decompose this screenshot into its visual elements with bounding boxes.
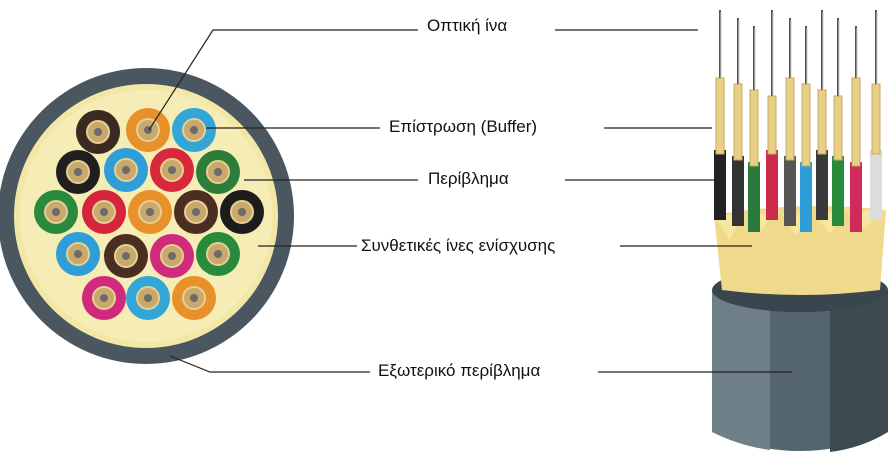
buffer-unit-orange — [172, 276, 216, 320]
fiber-core — [168, 252, 176, 260]
side-fiber-buffer — [785, 77, 795, 161]
label-outer-jacket: Εξωτερικό περίβλημα — [378, 361, 541, 380]
side-fiber-buffer — [715, 77, 725, 155]
fiber-core — [192, 208, 200, 216]
buffer-unit-black — [56, 150, 100, 194]
side-fiber-buffer — [801, 83, 811, 167]
side-fiber-buffer — [767, 95, 777, 155]
side-fiber-jacket — [748, 162, 760, 232]
buffer-unit-blue — [172, 108, 216, 152]
side-fiber-jacket — [714, 150, 726, 220]
buffer-unit-orange — [128, 190, 172, 234]
cable-cross-section — [0, 68, 294, 364]
buffer-unit-red — [82, 190, 126, 234]
side-fiber — [766, 10, 778, 220]
fiber-core — [122, 252, 130, 260]
side-fiber — [816, 10, 828, 220]
fiber-core — [52, 208, 60, 216]
buffer-unit-black — [220, 190, 264, 234]
fiber-core — [94, 128, 102, 136]
side-fiber-buffer — [749, 89, 759, 167]
buffer-unit-black-brown — [76, 110, 120, 154]
buffer-unit-red — [150, 148, 194, 192]
fiber-core — [190, 126, 198, 134]
fiber-core — [168, 166, 176, 174]
fiber-core — [74, 168, 82, 176]
side-fiber-jacket — [816, 150, 828, 220]
buffer-unit-green — [196, 232, 240, 276]
side-fiber — [870, 10, 882, 220]
side-fiber — [832, 18, 844, 226]
cable-side-view — [712, 10, 888, 452]
side-fiber-buffer — [871, 83, 881, 155]
side-fiber-jacket — [870, 150, 882, 220]
label-optical-fiber: Οπτική ίνα — [427, 16, 508, 35]
buffer-unit-green — [196, 150, 240, 194]
fiber-core — [214, 168, 222, 176]
buffer-unit-blue — [56, 232, 100, 276]
side-outer-jacket-shadow — [830, 290, 888, 452]
side-fiber — [800, 26, 812, 232]
buffer-unit-blue — [126, 276, 170, 320]
side-fiber-jacket — [766, 150, 778, 220]
buffer-units — [34, 108, 264, 320]
side-fiber-jacket — [784, 156, 796, 226]
buffer-unit-brown — [104, 234, 148, 278]
side-fiber-jacket — [800, 162, 812, 232]
label-buffer: Επίστρωση (Buffer) — [389, 117, 538, 136]
buffer-unit-green — [34, 190, 78, 234]
leader-lines — [148, 29, 792, 373]
side-fibers — [714, 10, 882, 232]
buffer-unit-brown — [174, 190, 218, 234]
side-fiber-jacket — [732, 156, 744, 226]
side-fiber-buffer — [833, 95, 843, 161]
side-fiber — [714, 10, 726, 220]
buffer-unit-magenta — [82, 276, 126, 320]
buffer-unit-magenta — [150, 234, 194, 278]
label-jacket: Περίβλημα — [428, 169, 509, 188]
fiber-core — [214, 250, 222, 258]
side-fiber-jacket — [832, 156, 844, 226]
label-strength-members: Συνθετικές ίνες ενίσχυσης — [361, 236, 556, 255]
side-fiber — [748, 26, 760, 232]
buffer-unit-blue — [104, 148, 148, 192]
fiber-core — [144, 294, 152, 302]
side-fiber — [850, 26, 862, 232]
fiber-core — [100, 294, 108, 302]
side-fiber-buffer — [817, 89, 827, 155]
fiber-core — [190, 294, 198, 302]
fiber-core — [238, 208, 246, 216]
fiber-core — [122, 166, 130, 174]
side-fiber-buffer — [851, 77, 861, 167]
fiber-core — [100, 208, 108, 216]
fiber-core — [74, 250, 82, 258]
buffer-unit-orange — [126, 108, 170, 152]
leader-outer — [169, 355, 370, 373]
side-fiber-jacket — [850, 162, 862, 232]
side-fiber — [732, 18, 744, 226]
leader-fiber — [148, 29, 418, 131]
side-fiber-buffer — [733, 83, 743, 161]
fiber-core — [146, 208, 154, 216]
side-fiber — [784, 18, 796, 226]
side-outer-jacket-highlight — [712, 290, 770, 450]
